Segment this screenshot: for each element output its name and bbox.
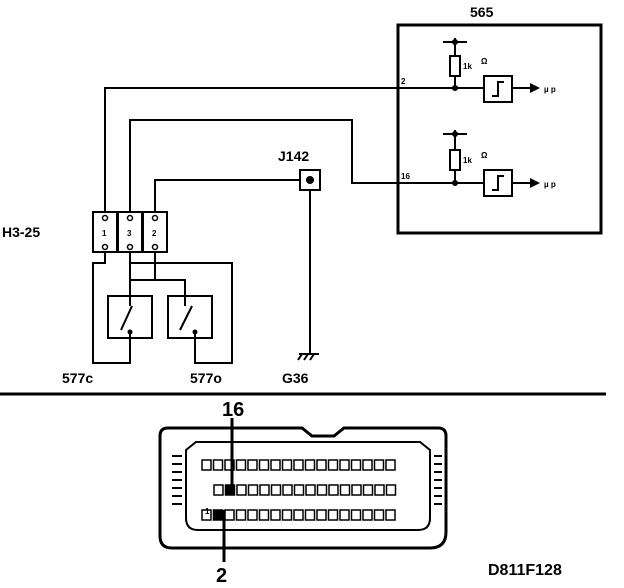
connector-pin: [293, 459, 304, 471]
connector-h3-25: H3-25 1 3 2: [2, 211, 168, 253]
connector-pin: [235, 459, 247, 471]
connector-pin: [270, 459, 281, 471]
ecu-565: 565 1k Ω µ p 2 1k Ω: [396, 4, 603, 235]
arrow-icon: [530, 178, 540, 188]
connector-label: H3-25: [2, 224, 40, 240]
ohm-symbol: Ω: [481, 57, 488, 66]
first-pin-mark: 1: [205, 507, 210, 516]
micro-label: µ p: [544, 180, 556, 189]
connector-pin: [270, 484, 282, 496]
connector-pin: [385, 459, 396, 471]
micro-label: µ p: [544, 85, 556, 94]
connector-pin: [374, 484, 385, 496]
connector-pin: [316, 459, 327, 471]
connector-pin: [201, 509, 212, 521]
connector-pin: [259, 484, 270, 496]
connector-j142: J142: [278, 148, 321, 191]
connector-pin: [316, 484, 328, 496]
connector-pin: [362, 509, 373, 521]
connector-pin: [258, 459, 270, 471]
connector-pin: [339, 459, 350, 471]
connector-pin: [362, 459, 373, 471]
switch-wiring: [92, 252, 233, 364]
connector-pin: [247, 484, 259, 496]
connector-pin: [293, 484, 305, 496]
pin-label-2: 2: [401, 77, 406, 86]
pin-label-16: 16: [401, 172, 410, 181]
arrow-icon: [530, 83, 540, 93]
ecu-input-16: 1k Ω µ p 16: [401, 130, 556, 197]
pin-label: 1: [102, 229, 107, 238]
connector-pin: [373, 509, 385, 521]
connector-pin: [327, 459, 339, 471]
connector-pin: [281, 459, 293, 471]
connector-pin: [224, 459, 235, 471]
connector-pin: [213, 484, 224, 496]
connector-pin: [305, 484, 316, 496]
switch-577c: 577c: [62, 295, 153, 386]
connector-pin: [316, 509, 327, 521]
connector-pin: [351, 484, 362, 496]
connector-pin: [328, 484, 339, 496]
pin-16-callout: 16: [222, 399, 244, 421]
connector-pin: [281, 509, 293, 521]
connector-pin: [339, 509, 350, 521]
connector-pin: [235, 509, 247, 521]
highlighted-pin: [224, 484, 236, 496]
switch-label: 577o: [190, 370, 222, 386]
ecu-label: 565: [470, 4, 494, 20]
connector-pin: [304, 509, 316, 521]
pullup-resistor: [449, 55, 461, 77]
switch-label: 577c: [62, 370, 93, 386]
connector-pin: [293, 509, 304, 521]
resistor-label: 1k: [463, 156, 472, 165]
connector-pin: [270, 509, 281, 521]
connector-pin: [236, 484, 247, 496]
pullup-resistor: [449, 149, 461, 171]
pin-label: 2: [152, 229, 157, 238]
connector-face-view: 1 16 2: [158, 399, 448, 587]
ground-symbol: G36: [282, 353, 319, 386]
wires: [104, 87, 455, 354]
ground-label: G36: [282, 370, 309, 386]
ecu-input-2: 1k Ω µ p 2: [401, 38, 556, 103]
pin-label: 3: [127, 229, 132, 238]
connector-pin: [247, 459, 258, 471]
connector-pin: [327, 509, 339, 521]
pin-2-callout: 2: [216, 565, 227, 587]
connector-pin: [258, 509, 270, 521]
connector-pin: [201, 459, 212, 471]
connector-pin: [247, 509, 258, 521]
connector-pin: [350, 459, 362, 471]
connector-pin: [385, 509, 396, 521]
connector-pin: [362, 484, 374, 496]
connector-pin: [385, 484, 397, 496]
switch-577o: 577o: [167, 295, 222, 386]
connector-pin: [350, 509, 362, 521]
figure-id: D811F128: [488, 562, 562, 579]
connector-pin: [373, 459, 385, 471]
highlighted-pin: [212, 509, 224, 521]
connector-pin: [212, 459, 224, 471]
connector-pin: [339, 484, 351, 496]
connector-pin: [282, 484, 293, 496]
connector-pin: [224, 509, 235, 521]
connector-label: J142: [278, 148, 309, 164]
resistor-label: 1k: [463, 62, 472, 71]
connector-pin: [304, 459, 316, 471]
ohm-symbol: Ω: [481, 151, 488, 160]
